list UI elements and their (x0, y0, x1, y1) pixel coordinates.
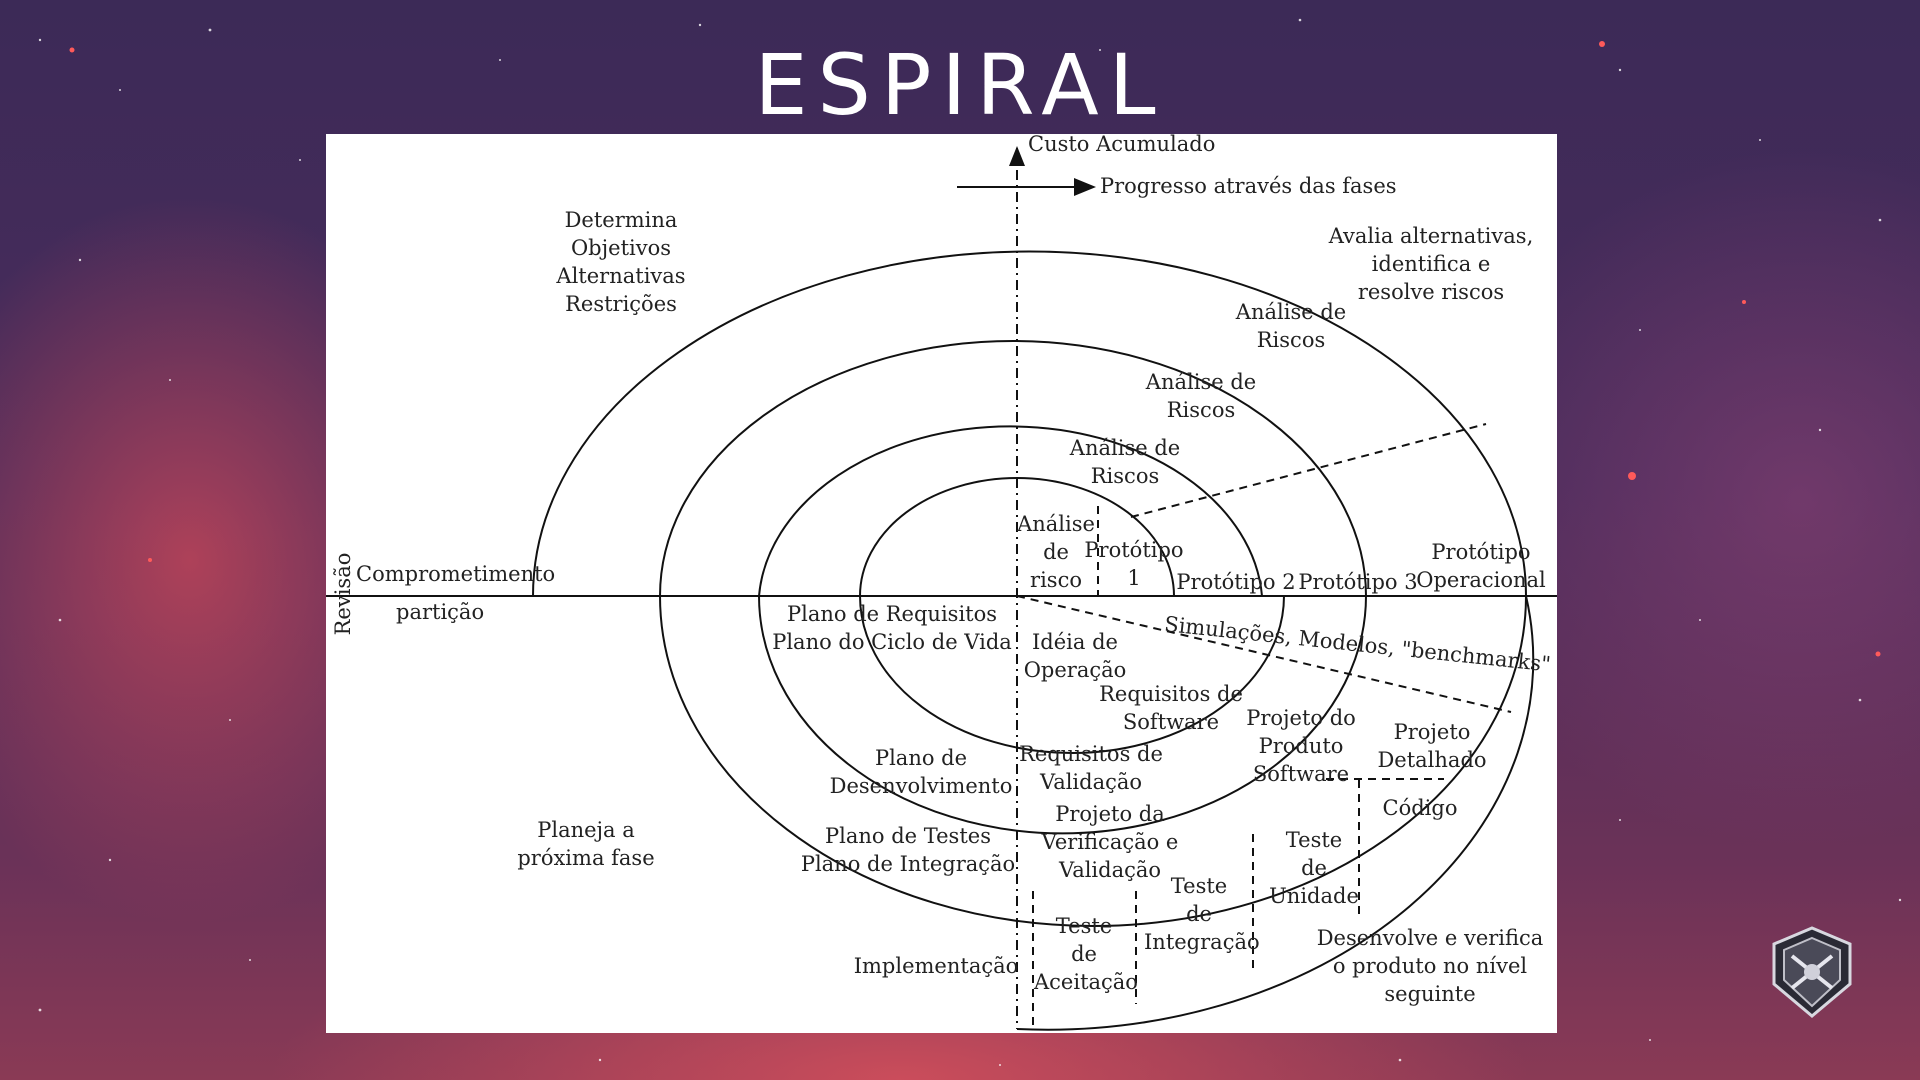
development-plan-label: Plano de Desenvolvimento (829, 746, 1013, 798)
risk-analysis-label-outer: Análise de Riscos (1235, 300, 1347, 352)
prototype-2-label: Protótipo 2 (1176, 570, 1296, 594)
validation-requirements-label: Requisitos de Validação (1019, 742, 1163, 794)
cost-axis-label: Custo Acumulado (1028, 132, 1216, 156)
commitment-label: Comprometimento (356, 562, 556, 586)
unit-test-label: Teste de Unidade (1269, 828, 1359, 908)
risk-analysis-label-third: Análise de Riscos (1145, 370, 1257, 422)
integration-test-label: Teste de Integração (1144, 874, 1260, 954)
spiral-arc-8 (1016, 595, 1535, 1031)
operation-idea-label: Idéia de Operação (1023, 630, 1127, 682)
requirements-plan-label: Plano de Requisitos Plano do Ciclo de Vi… (772, 602, 1012, 654)
software-requirements-label: Requisitos de Software (1099, 682, 1243, 734)
spiral-arc-6 (758, 595, 1367, 835)
simulation-dashed-line (1016, 595, 1512, 713)
progress-arrowhead (1074, 178, 1096, 196)
risk-dashed-line (1130, 423, 1487, 518)
spiral-arc-3 (659, 340, 1367, 597)
spiral-diagram-panel: Custo Acumulado Progresso através das fa… (326, 132, 1557, 1033)
vv-design-label: Projeto da Verificação e Validação (1041, 802, 1179, 882)
spiral-diagram-lines (326, 146, 1557, 1031)
spiral-arc-7 (659, 595, 1527, 927)
spiral-arc-1 (859, 477, 1175, 597)
code-label: Código (1382, 796, 1458, 820)
slide-title: ESPIRAL (754, 36, 1166, 134)
review-label: Revisão (331, 552, 355, 636)
spiral-arc-4 (532, 250, 1527, 597)
quadrant-label-objectives: Determina Objetivos Alternativas Restriç… (556, 208, 686, 316)
quadrant-label-evaluate-risks: Avalia alternativas, identifica e resolv… (1328, 224, 1534, 304)
partition-label: partição (396, 600, 485, 624)
spiral-arc-2 (758, 425, 1263, 597)
risk-analysis-label-second: Análise de Riscos (1069, 436, 1181, 488)
cost-axis-arrowhead (1009, 146, 1025, 166)
implementation-label: Implementação (853, 954, 1019, 978)
quadrant-label-develop-verify: Desenvolve e verifica o produto no nível… (1316, 926, 1544, 1006)
detailed-design-label: Projeto Detalhado (1377, 720, 1487, 772)
operational-prototype-label: Protótipo Operacional (1416, 540, 1546, 592)
risk-analysis-label-inner: Análise de risco (1017, 512, 1095, 592)
spiral-arc-5 (859, 595, 1285, 754)
product-design-label: Projeto do Produto Software (1246, 706, 1356, 786)
prototype-1-label: Protótipo 1 (1084, 538, 1184, 590)
progress-axis-label: Progresso através das fases (1100, 174, 1397, 198)
prototype-3-label: Protótipo 3 (1298, 570, 1418, 594)
emblem-logo-icon (1772, 926, 1852, 1018)
test-plan-label: Plano de Testes Plano de Integração (800, 824, 1016, 876)
quadrant-label-plan-next-phase: Planeja a próxima fase (517, 818, 655, 870)
acceptance-test-label: Teste de Aceitação (1034, 914, 1138, 994)
